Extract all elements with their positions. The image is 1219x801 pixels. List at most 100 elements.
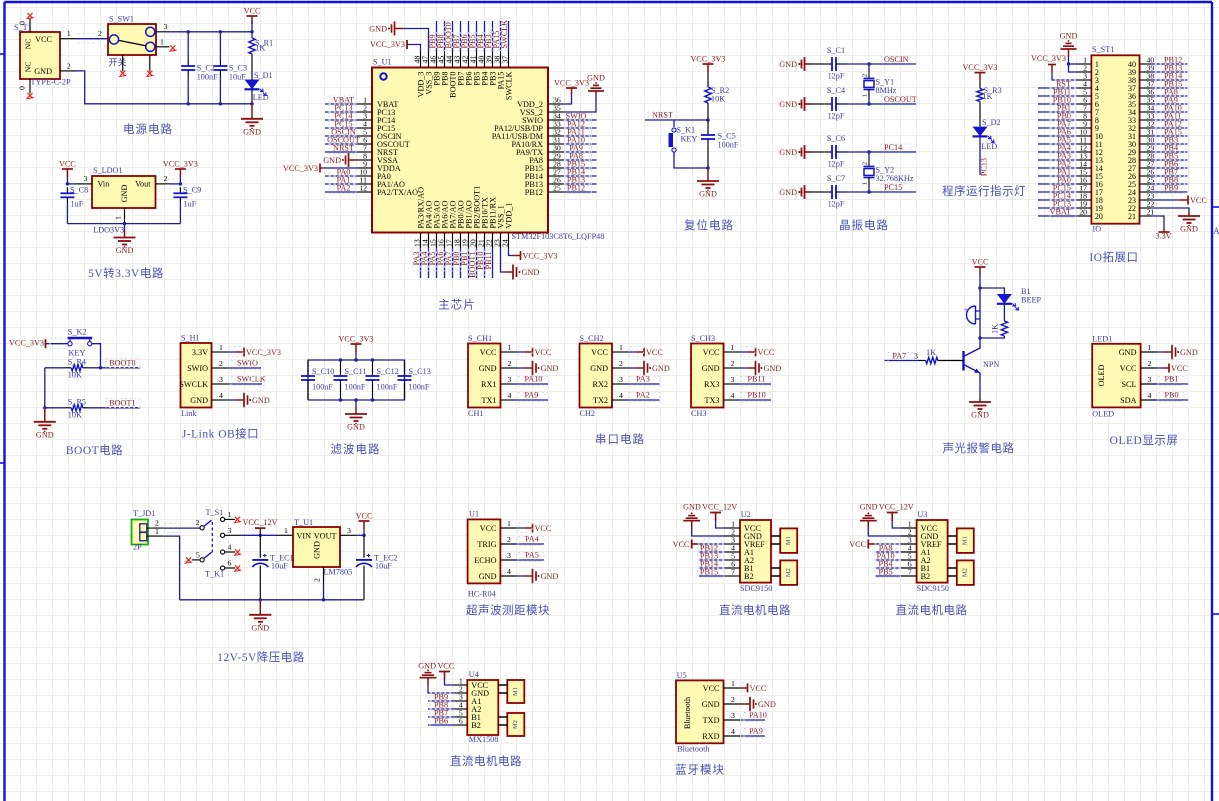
svg-text:VCC: VCC	[703, 684, 720, 693]
svg-text:S_R3: S_R3	[984, 86, 1002, 95]
svg-text:PB5: PB5	[1164, 151, 1178, 160]
svg-text:5: 5	[459, 708, 463, 717]
svg-text:12pF: 12pF	[828, 200, 845, 209]
svg-text:PC15: PC15	[334, 119, 352, 128]
svg-text:PA10: PA10	[1164, 103, 1182, 112]
svg-text:SWCLK: SWCLK	[500, 20, 509, 49]
svg-text:S_C8: S_C8	[70, 186, 88, 195]
svg-text:Bluetooth: Bluetooth	[683, 697, 692, 729]
svg-text:2: 2	[196, 518, 200, 527]
svg-text:PB8: PB8	[436, 34, 445, 48]
svg-text:VCC: VCC	[1120, 364, 1137, 373]
svg-text:B1: B1	[1021, 287, 1031, 296]
svg-text:GND: GND	[860, 503, 878, 512]
svg-text:GND: GND	[120, 185, 129, 203]
svg-text:2: 2	[862, 74, 869, 77]
svg-text:1: 1	[155, 527, 159, 536]
svg-text:CH1: CH1	[468, 409, 483, 418]
svg-text:Vout: Vout	[135, 180, 151, 189]
svg-text:PA1: PA1	[1057, 167, 1071, 176]
svg-text:PA11: PA11	[567, 127, 585, 136]
svg-text:S_C3: S_C3	[229, 64, 247, 73]
svg-text:PA3: PA3	[412, 252, 421, 266]
svg-text:1: 1	[1148, 343, 1152, 352]
svg-text:PC13: PC13	[334, 103, 352, 112]
svg-text:B1: B1	[744, 564, 754, 573]
svg-text:NC: NC	[24, 39, 33, 50]
svg-text:21: 21	[1128, 212, 1136, 221]
svg-text:PB15: PB15	[567, 159, 585, 168]
svg-text:VIN: VIN	[297, 532, 312, 541]
svg-text:5: 5	[1083, 88, 1087, 97]
svg-text:1K: 1K	[983, 92, 993, 101]
svg-text:GND: GND	[1180, 225, 1198, 234]
svg-text:S_C1: S_C1	[827, 46, 845, 55]
svg-text:S_ST1: S_ST1	[1092, 45, 1114, 54]
svg-text:M2: M2	[962, 568, 969, 577]
svg-text:GND: GND	[471, 689, 489, 698]
svg-text:S_SW1: S_SW1	[109, 15, 134, 24]
svg-text:S_R1: S_R1	[255, 38, 273, 47]
svg-text:PC15: PC15	[1053, 183, 1071, 192]
svg-text:3: 3	[914, 352, 918, 361]
svg-text:S_T1: S_T1	[14, 23, 32, 32]
svg-text:VCC_12V: VCC_12V	[879, 503, 914, 512]
svg-text:37: 37	[501, 56, 510, 64]
svg-text:19: 19	[1095, 204, 1103, 213]
svg-text:17: 17	[445, 239, 454, 247]
svg-text:M1: M1	[962, 536, 969, 545]
svg-text:32: 32	[1147, 120, 1155, 129]
svg-text:MX1508: MX1508	[469, 735, 499, 744]
svg-text:31: 31	[553, 136, 561, 145]
svg-text:TX1: TX1	[481, 396, 496, 405]
svg-text:3: 3	[908, 535, 912, 544]
svg-text:GND: GND	[590, 364, 608, 373]
svg-text:1: 1	[219, 343, 223, 352]
svg-text:1: 1	[363, 96, 367, 105]
svg-text:VDDA: VDDA	[377, 164, 401, 173]
svg-text:VCC: VCC	[35, 35, 52, 44]
svg-text:18: 18	[453, 239, 462, 247]
svg-text:48: 48	[413, 56, 422, 64]
svg-text:GND: GND	[764, 364, 782, 373]
svg-text:直流电机电路: 直流电机电路	[719, 603, 791, 617]
svg-text:22: 22	[485, 239, 494, 247]
svg-text:PA12: PA12	[567, 119, 585, 128]
svg-text:KEY: KEY	[69, 348, 86, 357]
svg-text:OSCIN: OSCIN	[331, 127, 356, 136]
svg-text:29: 29	[553, 152, 561, 161]
svg-text:PB9: PB9	[433, 72, 442, 86]
svg-text:25: 25	[553, 184, 561, 193]
svg-text:PA9: PA9	[1164, 95, 1178, 104]
svg-text:12: 12	[1079, 144, 1087, 153]
svg-text:VCC_3V3: VCC_3V3	[962, 63, 997, 72]
svg-text:LDO3V3: LDO3V3	[93, 226, 124, 235]
svg-text:A2: A2	[744, 556, 754, 565]
svg-text:GND: GND	[744, 532, 762, 541]
svg-text:PA8: PA8	[1164, 87, 1178, 96]
svg-text:3: 3	[1095, 76, 1099, 85]
svg-text:NPN: NPN	[983, 360, 999, 369]
svg-text:S_C7: S_C7	[827, 174, 845, 183]
svg-text:9: 9	[1095, 124, 1099, 133]
svg-text:PA7: PA7	[892, 352, 906, 361]
svg-text:VCC_12V: VCC_12V	[702, 503, 737, 512]
svg-text:CH2: CH2	[580, 409, 595, 418]
svg-text:GND: GND	[36, 430, 54, 439]
svg-text:A1: A1	[471, 697, 481, 706]
svg-text:GND: GND	[1060, 32, 1078, 41]
svg-text:VSS_2: VSS_2	[520, 108, 543, 117]
svg-text:电源电路: 电源电路	[123, 122, 173, 136]
svg-text:VCC: VCC	[1190, 196, 1207, 205]
svg-text:PA10: PA10	[749, 711, 767, 720]
svg-text:PB13: PB13	[1164, 63, 1182, 72]
svg-text:3: 3	[619, 375, 623, 384]
svg-text:8: 8	[1083, 112, 1087, 121]
svg-text:1: 1	[114, 216, 123, 220]
svg-text:12: 12	[359, 184, 367, 193]
svg-text:3: 3	[731, 535, 735, 544]
svg-text:VCC: VCC	[921, 524, 938, 533]
svg-text:VCC: VCC	[535, 348, 552, 357]
svg-text:24: 24	[1147, 184, 1155, 193]
svg-text:29: 29	[1128, 148, 1136, 157]
